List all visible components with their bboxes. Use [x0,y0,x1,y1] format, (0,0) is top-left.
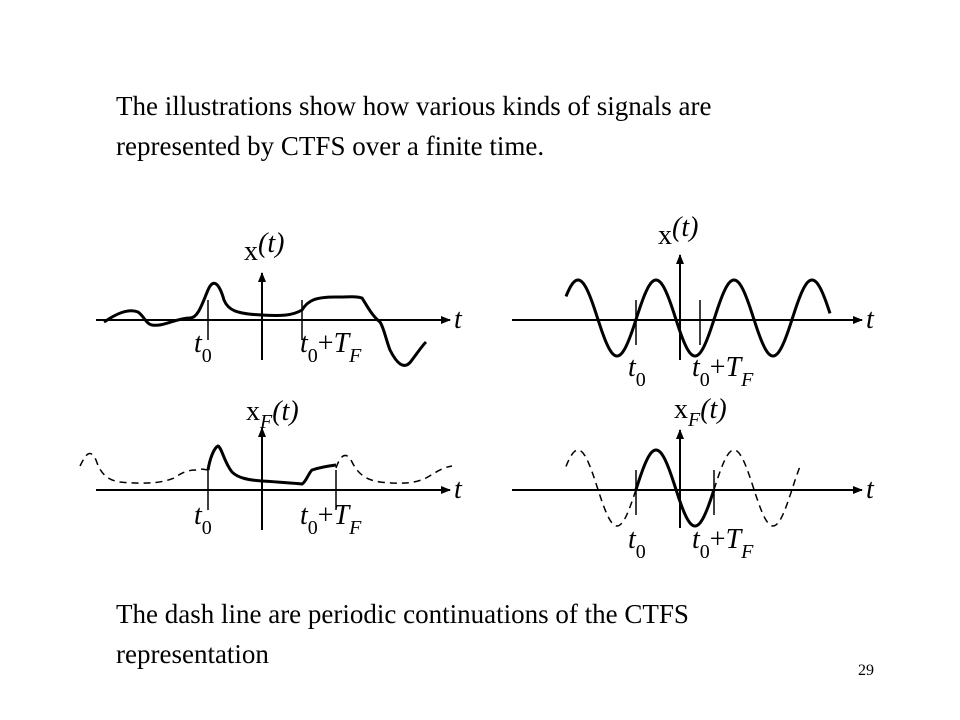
tf-t0: t [300,328,309,359]
svg-text:t0+TF: t0+TF [692,524,754,563]
svg-text:x(t): x(t) [658,212,698,251]
x-label: t [454,304,463,335]
page-number: 29 [858,662,874,679]
t0-sub: 0 [202,517,212,539]
t0-label: t [194,500,203,531]
tf-t0-sub: 0 [700,369,710,391]
tf-t0: t [300,500,309,531]
tf-t0-sub: 0 [700,541,710,563]
tf-sub: F [740,541,754,563]
y-label: x [244,236,258,267]
signal-curve [206,444,337,486]
t0-label: t [628,352,637,383]
signal-curve [634,448,716,528]
tf-label: T [334,500,352,531]
panel-bottom-left: xF(t) t t0 t0+TF [79,396,463,539]
tf-label: T [726,524,744,555]
t0-sub: 0 [636,541,646,563]
panel-top-right: x(t) t t0 t0+TF [512,212,875,391]
tf-label: T [334,328,352,359]
tf-plus: + [710,524,726,555]
svg-text:t0+TF: t0+TF [300,500,362,539]
svg-text:t0: t0 [194,328,212,367]
svg-text:t0+TF: t0+TF [692,352,754,391]
t0-label: t [628,524,637,555]
signal-curve [103,281,428,367]
y-label: x [658,220,672,251]
outro-text: The dash line are periodic continuations… [116,599,689,669]
tf-t0: t [692,352,701,383]
svg-text:xF(t): xF(t) [674,394,727,431]
svg-text:t0+TF: t0+TF [300,328,362,367]
svg-text:t0: t0 [628,524,646,563]
panel-top-left: x(t) t t0 t0+TF [96,228,463,367]
tf-t0-sub: 0 [308,345,318,367]
t0-sub: 0 [202,345,212,367]
y-arg: (t) [700,394,726,425]
y-sub: F [259,411,273,433]
tf-plus: + [710,352,726,383]
periodic-continuation [565,449,801,527]
tf-t0: t [692,524,701,555]
y-arg: (t) [272,396,298,427]
tf-t0-sub: 0 [308,517,318,539]
tf-label: T [726,352,744,383]
panel-bottom-right: xF(t) t t0 t0+TF [512,394,875,563]
y-arg: (t) [672,212,698,243]
periodic-continuation-left [79,452,209,484]
svg-text:t0: t0 [194,500,212,539]
tf-sub: F [348,517,362,539]
tf-sub: F [740,369,754,391]
tf-plus: + [318,500,334,531]
svg-text:xF(t): xF(t) [246,396,299,433]
tf-plus: + [318,328,334,359]
t0-sub: 0 [636,369,646,391]
signal-curve [564,278,832,358]
y-label: x [246,396,260,427]
t0-label: t [194,328,203,359]
y-label: x [674,394,688,425]
periodic-continuation-right [335,454,453,484]
y-arg: (t) [258,228,284,259]
tf-sub: F [348,345,362,367]
x-label: t [866,304,875,335]
x-label: t [454,474,463,505]
y-sub: F [687,409,701,431]
svg-text:t0: t0 [628,352,646,391]
intro-text: The illustrations show how various kinds… [116,91,712,161]
x-label: t [866,474,875,505]
svg-text:x(t): x(t) [244,228,284,267]
